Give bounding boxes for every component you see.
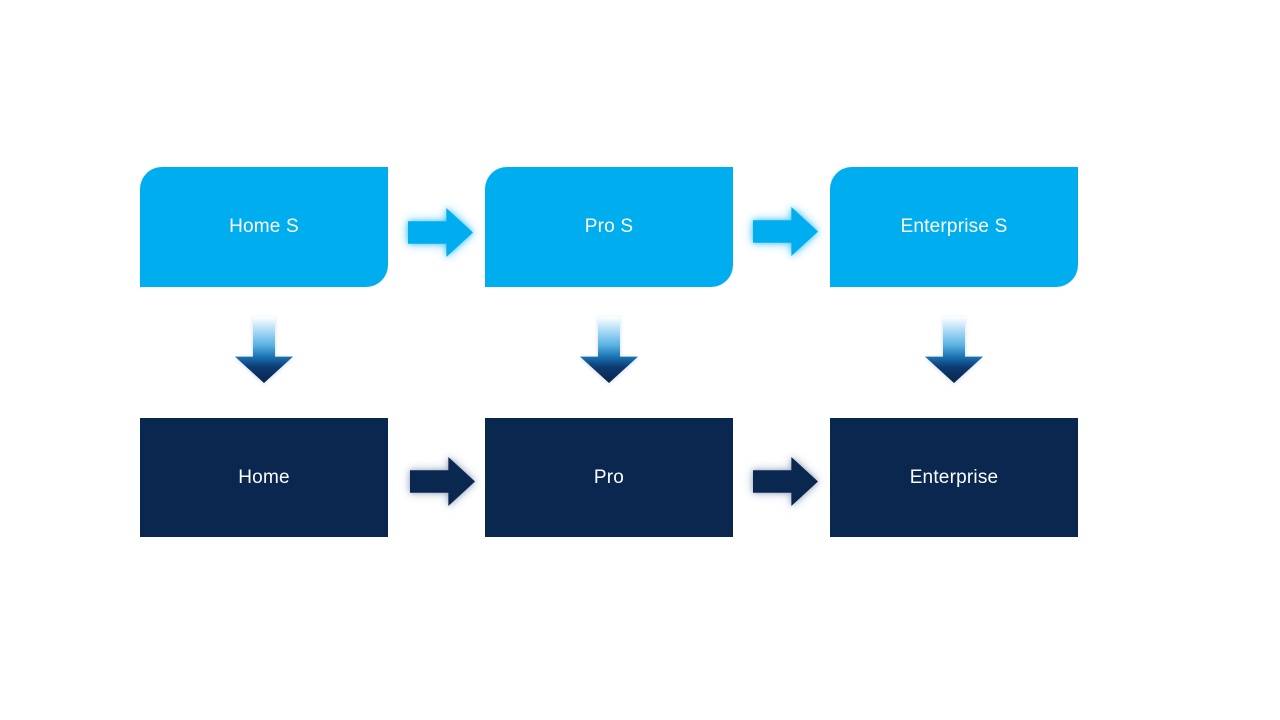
right-arrow-icon (408, 208, 473, 257)
node-home: Home (140, 418, 388, 537)
down-arrow-icon (925, 317, 983, 383)
down-arrow-shape (235, 317, 293, 383)
down-arrow-icon (235, 317, 293, 383)
node-label: Pro (593, 466, 625, 488)
node-label: Home S (229, 216, 299, 237)
right-arrow-icon (753, 207, 818, 256)
node-pro-s: Pro S (485, 167, 733, 287)
node-pro: Pro (485, 418, 733, 537)
down-arrow-icon (580, 317, 638, 383)
node-enterprise: Enterprise (830, 418, 1078, 537)
right-arrow-shape (753, 207, 818, 256)
right-arrow-shape (753, 457, 818, 506)
right-arrow-shape (408, 208, 473, 257)
node-label: Home (238, 466, 290, 488)
node-home-s: Home S (140, 167, 388, 287)
right-arrow-shape (410, 457, 475, 506)
right-arrow-icon (410, 457, 475, 506)
node-label: Enterprise S (900, 216, 1008, 237)
node-label: Pro S (584, 216, 634, 237)
right-arrow-icon (753, 457, 818, 506)
down-arrow-shape (580, 317, 638, 383)
down-arrow-shape (925, 317, 983, 383)
node-label: Enterprise (909, 466, 999, 488)
node-enterprise-s: Enterprise S (830, 167, 1078, 287)
